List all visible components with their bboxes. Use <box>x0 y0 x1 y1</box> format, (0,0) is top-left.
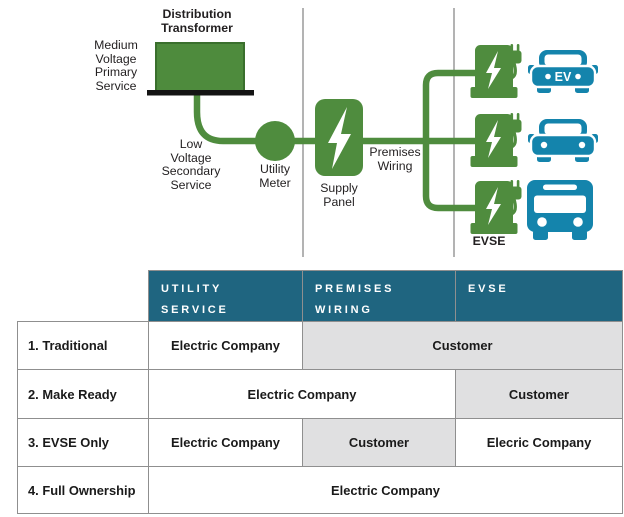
cell-make-ready-utility-premises: Electric Company <box>148 369 456 419</box>
lightning-bolt-icon <box>486 187 501 225</box>
secondary-service-wire <box>193 90 264 145</box>
premises-wiring-label: Premises Wiring <box>369 145 421 173</box>
table-row-traditional: 1. Traditional Electric Company Customer <box>17 321 623 370</box>
badge-dot <box>545 73 551 80</box>
table-corner-spacer <box>17 270 149 322</box>
transformer-body <box>155 42 245 92</box>
table-header-row: UTILITY SERVICE PREMISES WIRING EVSE <box>17 270 623 322</box>
cell-evse-only-premises: Customer <box>302 418 456 467</box>
bus-wheel <box>533 230 548 240</box>
cell-make-ready-evse: Customer <box>455 369 623 419</box>
distribution-transformer-icon <box>147 42 254 96</box>
table-row-make-ready: 2. Make Ready Electric Company Customer <box>17 369 623 419</box>
evse-charger-icon-middle <box>470 113 522 167</box>
bus-icon <box>527 180 593 240</box>
transformer-bus-bar <box>147 90 254 96</box>
car-body <box>529 64 597 89</box>
low-voltage-secondary-service-label: Low Voltage Secondary Service <box>161 137 221 192</box>
row-label-make-ready: 2. Make Ready <box>17 369 149 419</box>
ownership-model-table: UTILITY SERVICE PREMISES WIRING EVSE 1. … <box>17 270 623 514</box>
utility-meter-label: Utility Meter <box>259 162 291 190</box>
car-windshield <box>544 123 582 135</box>
car-body <box>529 133 597 158</box>
table-row-evse-only: 3. EVSE Only Electric Company Customer E… <box>17 418 623 467</box>
car-headlight <box>540 141 548 149</box>
car-windshield <box>544 54 582 66</box>
medium-voltage-primary-service-label: Medium Voltage Primary Service <box>94 38 138 93</box>
evse-charger-icon-bottom <box>470 180 522 234</box>
plug-prong <box>516 44 520 52</box>
branch-wire-top <box>422 69 482 145</box>
lightning-bolt-icon <box>486 51 501 89</box>
car-icon <box>528 119 598 162</box>
utility-meter-icon <box>255 121 295 161</box>
cell-traditional-premises-evse: Customer <box>302 321 623 370</box>
row-label-evse-only: 3. EVSE Only <box>17 418 149 467</box>
bus-headlight <box>573 217 583 227</box>
col-header-utility-service: UTILITY SERVICE <box>148 270 303 322</box>
ev-car-icon: EV <box>528 50 598 93</box>
row-label-full-ownership: 4. Full Ownership <box>17 466 149 514</box>
col-header-premises-wiring: PREMISES WIRING <box>302 270 456 322</box>
bus-destination-sign <box>543 184 577 190</box>
supply-panel-label: Supply Panel <box>320 181 358 209</box>
bus-windshield <box>534 195 586 213</box>
cell-full-ownership-all: Electric Company <box>148 466 623 514</box>
cell-evse-only-utility: Electric Company <box>148 418 303 467</box>
col-header-evse: EVSE <box>455 270 623 322</box>
car-headlight <box>578 141 586 149</box>
badge-dot <box>575 73 581 80</box>
ev-badge-text: EV <box>555 70 572 84</box>
evse-charger-icon-top <box>470 44 522 98</box>
cell-evse-only-evse: Elecric Company <box>455 418 623 467</box>
plug-prong <box>516 113 520 121</box>
plug-prong <box>516 180 520 188</box>
evse-label: EVSE <box>472 234 506 248</box>
table-row-full-ownership: 4. Full Ownership Electric Company <box>17 466 623 514</box>
branch-wire-bottom <box>422 137 482 212</box>
one-line-diagram: EV <box>147 8 598 257</box>
lightning-bolt-icon <box>328 107 351 169</box>
row-label-traditional: 1. Traditional <box>17 321 149 370</box>
cell-traditional-utility: Electric Company <box>148 321 303 370</box>
bus-wheel <box>572 230 587 240</box>
supply-panel-icon <box>315 99 363 176</box>
distribution-transformer-label: Distribution Transformer <box>161 7 233 35</box>
lightning-bolt-icon <box>486 120 501 158</box>
bus-headlight <box>537 217 547 227</box>
